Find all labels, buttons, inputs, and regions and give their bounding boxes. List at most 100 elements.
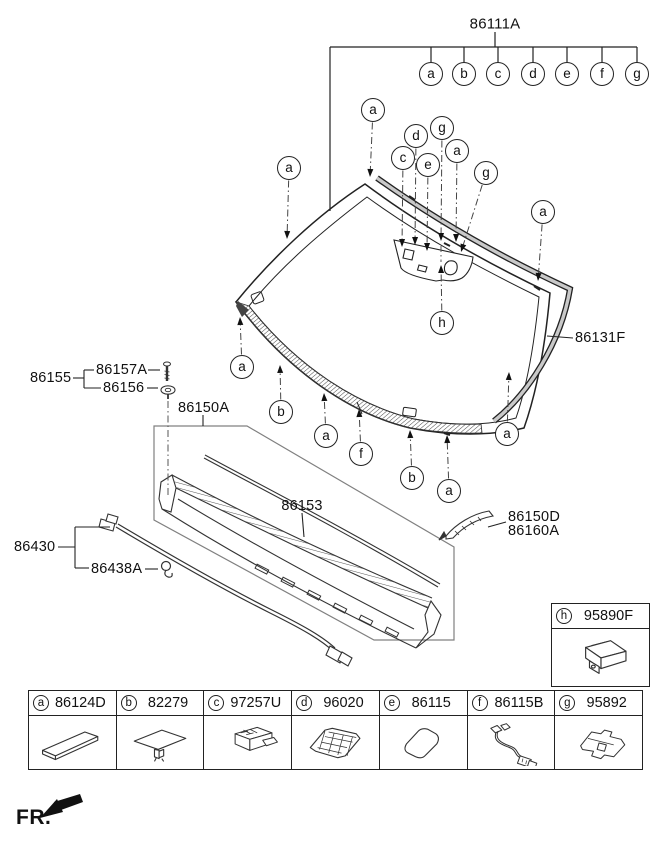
cowl-grille-hatch — [172, 475, 432, 608]
windshield-moulding — [375, 175, 574, 424]
parts-table-header-f: f 86115B — [467, 691, 555, 716]
legend-callout-g[interactable]: g — [625, 62, 649, 86]
cell-letter-circle: c — [208, 695, 225, 711]
cell-part-number: 86115 — [411, 695, 451, 711]
diagram-callout-a[interactable]: a — [277, 156, 301, 180]
grommet-icon — [160, 385, 176, 399]
cell-part-number: 95892 — [586, 695, 627, 711]
title-bracket — [329, 32, 637, 211]
corner-sticker-mark — [250, 291, 265, 305]
leader-lines — [58, 335, 574, 570]
wiring-harness-icon — [490, 722, 538, 766]
parts-table-cell-a[interactable]: a 86124D — [29, 691, 116, 769]
diagram-callout-a[interactable]: a — [495, 422, 519, 446]
mounting-bracket-icon — [579, 729, 625, 759]
cell-part-number: 86124D — [54, 695, 106, 711]
diagram-callout-g[interactable]: g — [474, 161, 498, 185]
legend-callout-c[interactable]: c — [486, 62, 510, 86]
diagram-callout-b[interactable]: b — [269, 400, 293, 424]
parts-table-cell-f[interactable]: f 86115B — [466, 691, 555, 769]
bottom-sticker-mark — [402, 406, 417, 418]
band-divider-mark — [356, 401, 363, 415]
diagram-callout-a[interactable]: a — [314, 424, 338, 448]
part-label-86438A: 86438A — [91, 561, 143, 577]
legend-callout-d[interactable]: d — [521, 62, 545, 86]
diagram-callout-d[interactable]: d — [404, 124, 428, 148]
diagram-callout-a[interactable]: a — [531, 200, 555, 224]
parts-table-cell-e[interactable]: e 86115 — [378, 691, 467, 769]
part-label-86155: 86155 — [30, 370, 72, 386]
cell-part-drawing — [380, 716, 467, 769]
cell-part-drawing — [117, 716, 204, 769]
href-part-header: h 95890F — [552, 604, 649, 629]
part-label-86153: 86153 — [281, 498, 323, 514]
cell-letter-circle: a — [33, 695, 49, 711]
mirror-bracket — [393, 239, 474, 282]
diagram-callout-a[interactable]: a — [437, 479, 461, 503]
cell-part-number: 86115B — [494, 695, 544, 711]
parts-table-cell-b[interactable]: b 82279 — [115, 691, 204, 769]
diagram-callout-c[interactable]: c — [391, 146, 415, 170]
diagram-callout-f[interactable]: f — [349, 442, 373, 466]
parts-table-header-e: e 86115 — [379, 691, 467, 716]
legend-callout-a[interactable]: a — [419, 62, 443, 86]
parts-table-header-b: b 82279 — [116, 691, 204, 716]
cell-part-number: 82279 — [147, 695, 189, 711]
assembly-label-86111A: 86111A — [469, 15, 521, 33]
diagram-callout-a[interactable]: a — [445, 139, 469, 163]
antenna-pad-icon — [309, 727, 360, 758]
parts-table-cell-g[interactable]: g 95892 — [554, 691, 643, 769]
legend-callout-b[interactable]: b — [452, 62, 476, 86]
cell-letter-circle: d — [296, 695, 313, 711]
part-label-86157A: 86157A — [96, 362, 148, 378]
diagram-callout-b[interactable]: b — [400, 466, 424, 490]
glass-alignment-marks — [408, 195, 541, 436]
cover-pad-icon — [404, 727, 440, 758]
diagram-callout-g[interactable]: g — [430, 116, 454, 140]
part-label-86131F: 86131F — [575, 330, 626, 346]
cell-part-drawing — [29, 716, 116, 769]
molding-strip-icon — [42, 730, 99, 760]
cowl-slots — [254, 563, 400, 638]
cell-part-drawing — [555, 716, 642, 769]
cell-part-drawing — [468, 716, 555, 769]
screw-icon — [163, 361, 171, 381]
diagram-callout-e[interactable]: e — [416, 153, 440, 177]
cell-letter-circle: f — [471, 695, 488, 711]
diagram-callout-a[interactable]: a — [230, 355, 254, 379]
href-part-drawing — [552, 629, 649, 686]
href-part-number: 95890F — [583, 608, 634, 624]
legend-callout-f[interactable]: f — [590, 62, 614, 86]
side-deflector-icon — [438, 510, 495, 541]
cell-part-number: 97257U — [230, 695, 282, 711]
href-part-box[interactable]: h 95890F — [551, 603, 650, 687]
parts-table-cell-c[interactable]: c 97257U — [203, 691, 292, 769]
cell-letter-circle: b — [120, 695, 137, 711]
cell-part-drawing — [292, 716, 379, 769]
hose-clip-icon — [160, 560, 173, 578]
parts-table-header-g: g 95892 — [555, 691, 643, 716]
glass-clip-icon — [133, 729, 187, 762]
cell-part-drawing — [204, 716, 291, 769]
cowl-assembly — [158, 454, 442, 649]
callout-arrows — [237, 47, 638, 479]
fr-marker-label: FR. — [16, 806, 52, 829]
part-label-86160A: 86160A — [508, 523, 560, 539]
deicer-corner — [236, 301, 249, 317]
module-icon — [584, 640, 627, 674]
fr-direction-arrow — [40, 794, 83, 818]
parts-table-header-c: c 97257U — [204, 691, 292, 716]
diagram-callout-h[interactable]: h — [430, 311, 454, 335]
parts-table-header-a: a 86124D — [29, 691, 116, 716]
sensor-block-icon — [234, 726, 278, 751]
cowl-reference-box — [153, 425, 455, 641]
cell-letter-circle: e — [383, 695, 400, 711]
legend-callout-e[interactable]: e — [555, 62, 579, 86]
diagram-callout-a[interactable]: a — [361, 98, 385, 122]
cell-letter-circle: g — [559, 695, 576, 711]
